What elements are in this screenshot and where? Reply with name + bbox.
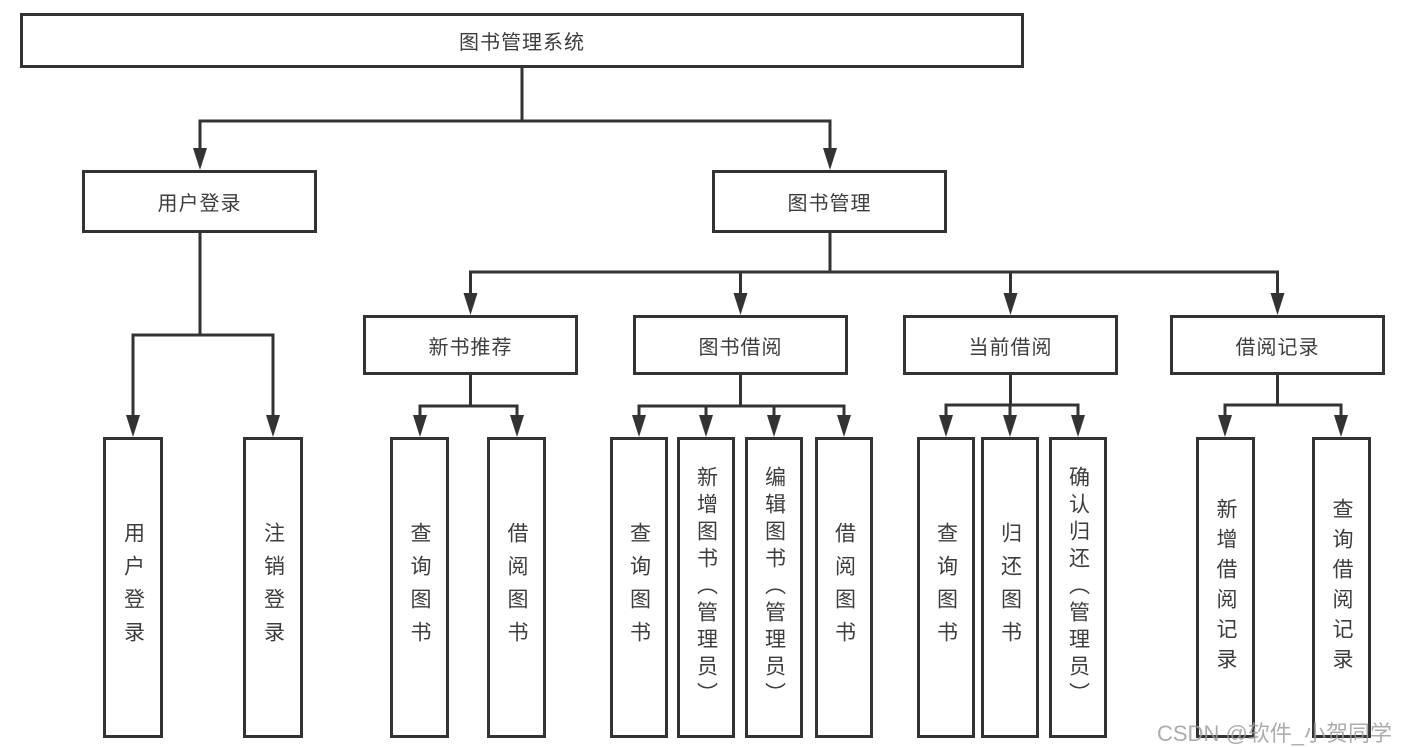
node-current-borrow-label: 当前借阅 — [968, 336, 1053, 359]
node-query-books-current-label: 查询图书 — [934, 521, 958, 654]
node-return-books: 归还图书 — [981, 437, 1039, 738]
node-return-books-label: 归还图书 — [998, 521, 1022, 654]
node-book-borrow: 图书借阅 — [633, 315, 848, 375]
node-library-system: 图书管理系统 — [20, 13, 1024, 68]
node-book-management: 图书管理 — [712, 170, 947, 233]
node-query-books-borrow-label: 查询图书 — [627, 521, 651, 654]
node-new-book-recommend-label: 新书推荐 — [428, 336, 513, 359]
node-confirm-return-admin: 确认归还（管理员） — [1049, 437, 1107, 738]
node-edit-book-admin: 编辑图书（管理员） — [745, 437, 803, 738]
node-user-login-leaf-label: 用户登录 — [121, 521, 145, 654]
node-user-login: 用户登录 — [82, 170, 317, 233]
node-current-borrow: 当前借阅 — [903, 315, 1118, 375]
node-borrow-records-label: 借阅记录 — [1235, 336, 1320, 359]
node-user-login-leaf: 用户登录 — [103, 437, 163, 738]
node-edit-book-admin-label: 编辑图书（管理员） — [762, 466, 786, 709]
node-borrow-books-leaf: 借阅图书 — [815, 437, 873, 738]
node-query-borrow-record: 查询借阅记录 — [1312, 437, 1371, 738]
node-query-books-recommend: 查询图书 — [390, 437, 449, 738]
node-logout: 注销登录 — [243, 437, 303, 738]
node-borrow-records: 借阅记录 — [1170, 315, 1385, 375]
node-add-borrow-record: 新增借阅记录 — [1196, 437, 1255, 738]
node-logout-label: 注销登录 — [261, 521, 285, 654]
node-query-books-recommend-label: 查询图书 — [408, 521, 431, 654]
node-add-borrow-record-label: 新增借阅记录 — [1214, 497, 1237, 678]
node-new-book-recommend: 新书推荐 — [363, 315, 578, 375]
node-confirm-return-admin-label: 确认归还（管理员） — [1066, 466, 1090, 709]
node-query-books-borrow: 查询图书 — [610, 437, 668, 738]
node-add-book-admin: 新增图书（管理员） — [677, 437, 735, 738]
node-book-management-label: 图书管理 — [787, 193, 872, 215]
node-book-borrow-label: 图书借阅 — [698, 336, 783, 359]
node-library-system-label: 图书管理系统 — [459, 32, 585, 54]
node-user-login-label: 用户登录 — [157, 193, 242, 215]
node-query-books-current: 查询图书 — [917, 437, 975, 738]
node-borrow-books-recommend-label: 借阅图书 — [505, 521, 528, 654]
node-borrow-books-recommend: 借阅图书 — [487, 437, 546, 738]
node-add-book-admin-label: 新增图书（管理员） — [694, 466, 718, 709]
csdn-watermark: CSDN @软件_小贺同学 — [1157, 721, 1393, 746]
node-query-borrow-record-label: 查询借阅记录 — [1330, 497, 1353, 678]
node-borrow-books-leaf-label: 借阅图书 — [832, 521, 856, 654]
